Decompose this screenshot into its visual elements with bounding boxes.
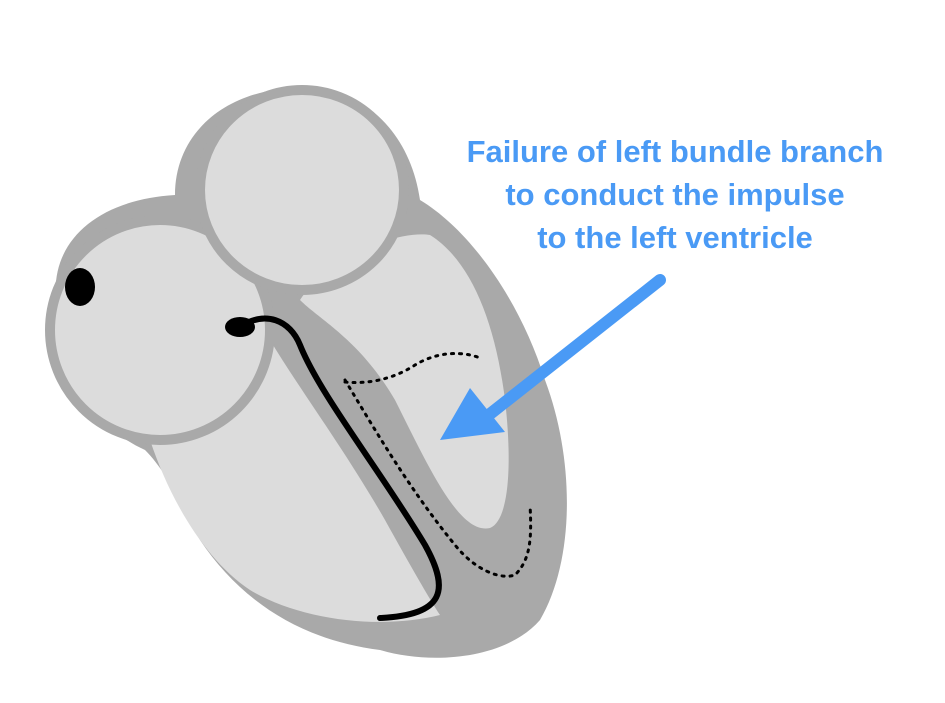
annotation-line-3: to the left ventricle — [537, 220, 813, 255]
arrow-head — [440, 388, 505, 440]
left-atrium — [200, 90, 404, 290]
left-ventricle-chamber — [300, 234, 509, 529]
annotation-line-1: Failure of left bundle branch — [466, 134, 884, 169]
left-atrium-wall — [195, 85, 409, 295]
right-atrium — [50, 220, 270, 440]
annotation-line-2: to conduct the impulse — [505, 177, 845, 212]
left-bundle-branch-upper-dotted — [343, 352, 482, 385]
right-bundle-branch — [237, 315, 442, 621]
right-atrium-wall — [45, 215, 275, 445]
annotation-text: Failure of left bundle branch to conduct… — [400, 130, 945, 259]
arrow-shaft — [484, 274, 666, 420]
sa-node — [65, 268, 95, 306]
